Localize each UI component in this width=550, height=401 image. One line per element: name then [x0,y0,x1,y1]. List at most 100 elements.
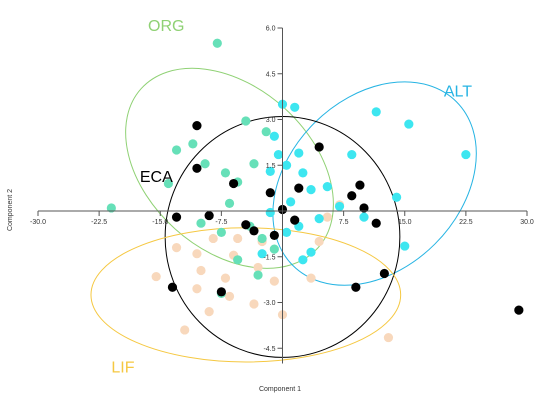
point-eca-4 [294,183,304,193]
x-tick-label-7: 22.5 [459,219,473,226]
point-alt-1 [290,102,300,112]
y-tick-label-4: 3.0 [266,117,276,124]
point-alt-21 [257,249,267,259]
x-tick-label-6: 15.0 [398,219,412,226]
point-alt-12 [404,119,414,129]
point-alt-14 [392,192,402,202]
point-org-4 [188,139,198,149]
point-alt-20 [306,247,316,257]
point-org-6 [220,168,231,178]
y-tick-label-1: -3.0 [263,300,275,307]
point-org-10 [261,127,271,137]
point-eca-3 [265,188,275,198]
point-alt-7 [265,166,275,176]
point-alt-9 [322,182,332,192]
point-eca-1 [192,163,202,173]
point-eca-8 [359,203,369,213]
point-org-5 [200,159,210,169]
point-lif-17 [322,212,332,222]
point-lif-7 [253,262,263,273]
point-lif-19 [383,332,394,343]
point-org-18 [253,270,263,280]
point-alt-5 [281,160,292,170]
point-eca-19 [379,268,389,279]
point-eca-17 [216,287,226,297]
y-tick-label-0: -4.5 [263,346,275,353]
point-eca-11 [249,226,259,236]
ellipse-alt [272,81,477,286]
point-alt-3 [273,149,284,160]
point-alt-10 [347,149,357,160]
point-alt-24 [286,197,296,207]
point-lif-15 [306,273,316,283]
point-org-12 [196,218,206,228]
group-label-lif: LIF [111,360,134,377]
group-label-eca: ECA [140,169,173,186]
point-eca-5 [314,142,324,152]
point-eca-7 [347,191,357,201]
point-org-8 [249,159,259,169]
point-lif-6 [220,273,231,283]
x-tick-label-8: 30.0 [520,219,534,226]
group-label-org: ORG [148,18,184,35]
point-alt-13 [461,149,471,160]
confidence-ellipses [90,67,477,363]
x-axis-title: Component 1 [259,386,301,393]
point-eca-2 [229,178,239,189]
point-lif-11 [204,307,214,317]
point-lif-13 [249,299,259,309]
point-org-9 [241,116,251,126]
point-org-13 [216,227,226,237]
point-eca-6 [355,180,365,190]
point-org-15 [257,233,267,244]
point-lif-5 [196,265,206,276]
y-axis-title: Component 2 [7,189,14,231]
point-eca-16 [167,282,178,292]
ellipse-org [125,67,334,269]
ellipse-lif [90,227,402,363]
point-alt-22 [298,255,308,265]
point-alt-2 [269,131,279,141]
y-tick-label-5: 4.5 [266,71,276,78]
y-tick-label-3: 1.5 [266,163,276,170]
point-org-11 [224,198,235,208]
point-lif-16 [314,236,324,247]
point-alt-19 [281,227,292,237]
point-lif-1 [192,249,202,259]
point-lif-10 [192,284,202,294]
x-tick-label-5: 7.5 [339,219,349,226]
point-eca-15 [371,218,381,228]
group-label-alt: ALT [444,84,472,101]
point-alt-6 [298,168,308,178]
point-alt-8 [306,185,316,195]
point-eca-20 [514,305,524,315]
point-eca-9 [171,212,182,222]
point-alt-23 [400,241,410,251]
point-lif-4 [233,233,243,244]
point-org-0 [106,203,116,213]
point-lif-9 [151,271,161,282]
point-lif-20 [269,276,279,286]
x-tick-label-2: -15.0 [152,219,168,226]
point-eca-10 [204,210,214,221]
x-tick-label-0: -30.0 [30,219,46,226]
point-org-3 [163,178,173,189]
point-org-17 [233,255,243,265]
y-tick-label-6: 6.0 [266,26,276,33]
point-alt-11 [371,107,381,117]
point-org-16 [269,244,279,254]
point-eca-14 [290,215,300,225]
point-eca-18 [351,282,361,292]
point-alt-4 [294,148,304,158]
point-lif-21 [180,325,190,335]
x-tick-label-1: -22.5 [91,219,107,226]
group-labels: ORG ALT ECA LIF [111,18,472,377]
point-alt-25 [265,207,275,218]
point-eca-12 [269,230,279,240]
point-org-2 [171,145,182,155]
point-lif-12 [224,291,235,301]
point-eca-21 [241,220,251,230]
point-eca-0 [192,121,202,131]
